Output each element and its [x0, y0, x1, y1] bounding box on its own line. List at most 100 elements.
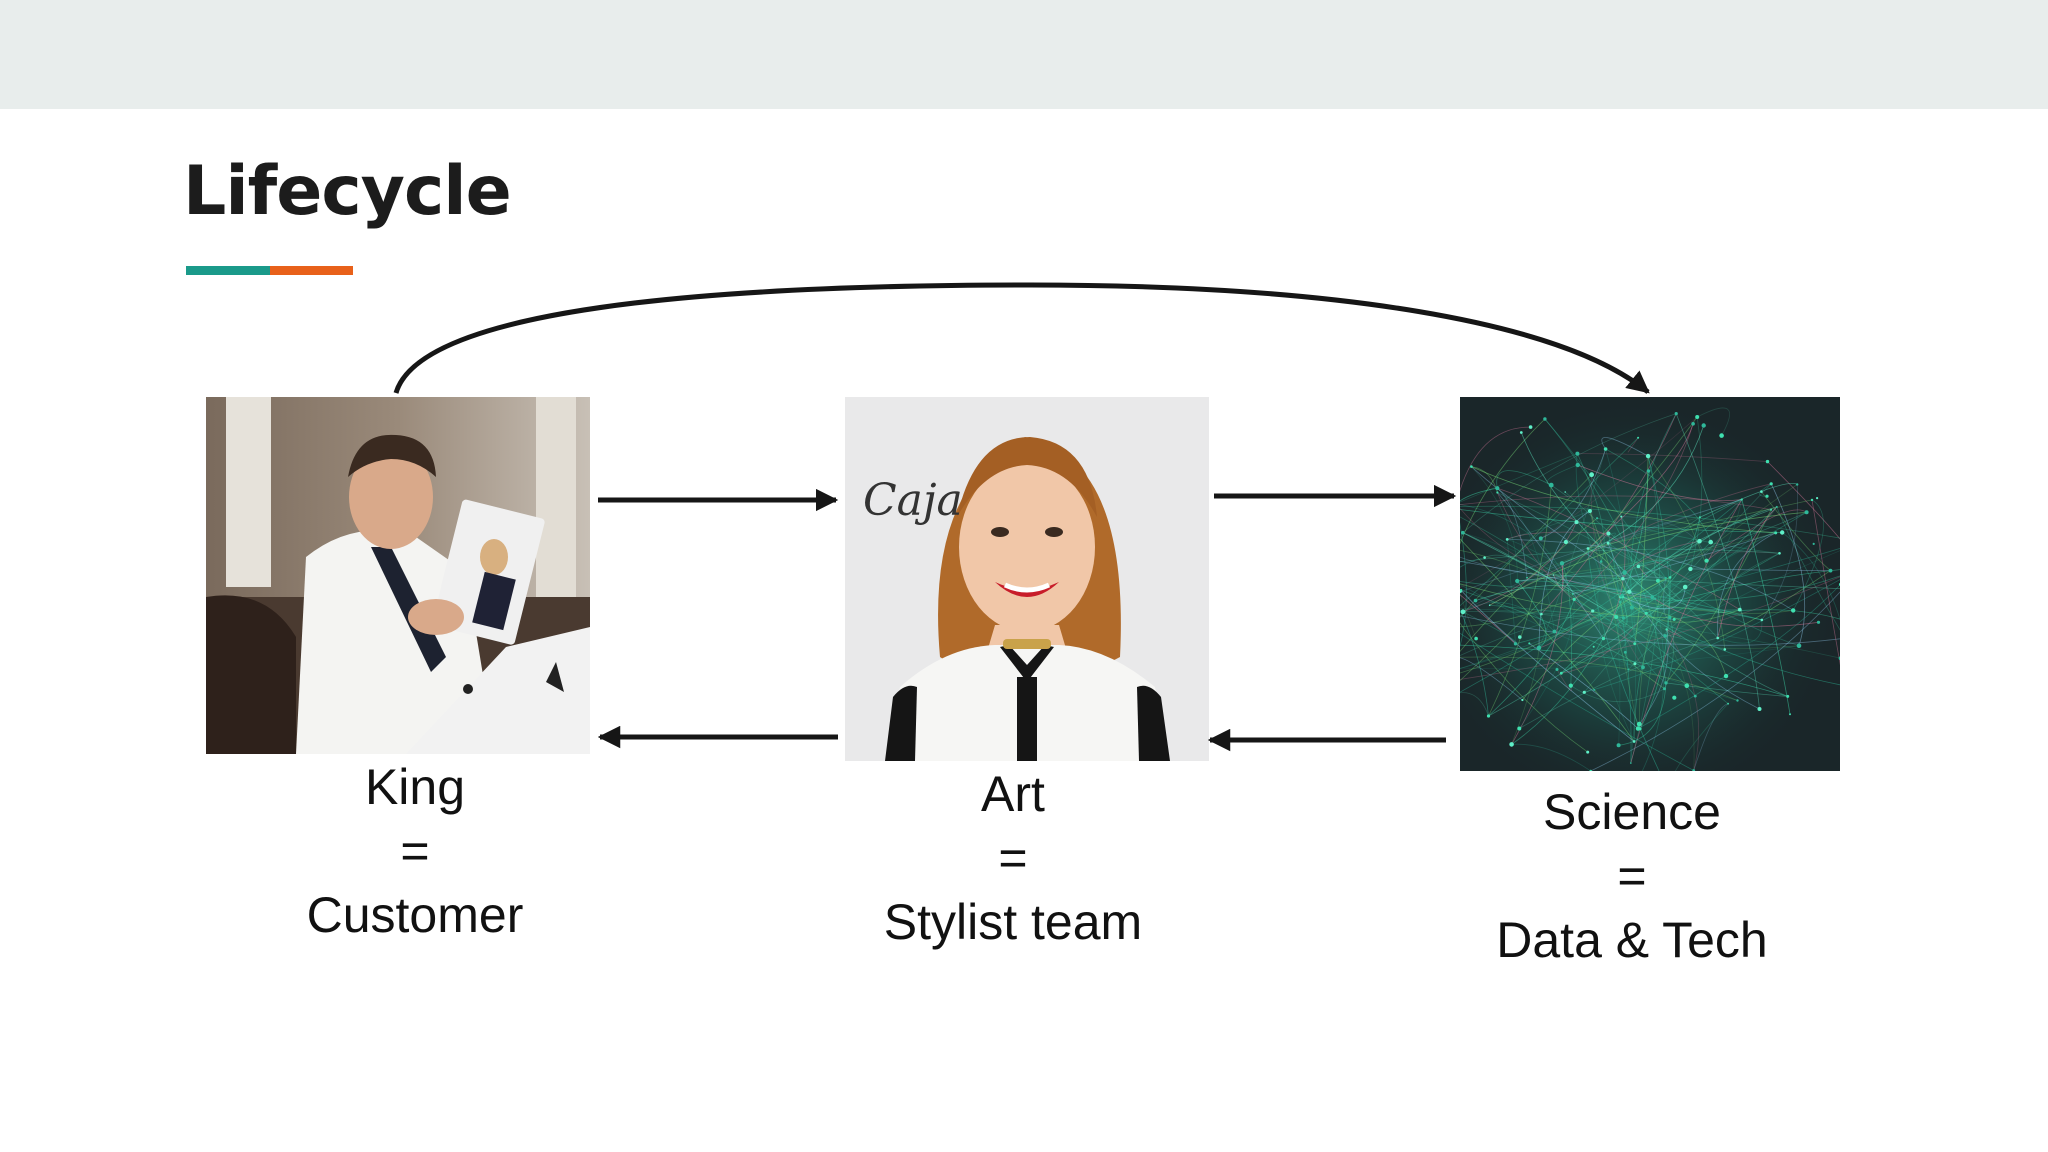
- network-edge: [1511, 743, 1591, 771]
- network-edge: [1507, 539, 1621, 603]
- network-node: [1637, 436, 1640, 439]
- network-node: [1838, 582, 1840, 586]
- network-node: [1765, 494, 1769, 498]
- network-node: [1622, 570, 1627, 575]
- network-node: [1505, 538, 1509, 541]
- network-edge: [1460, 578, 1624, 628]
- network-edge: [1669, 484, 1798, 578]
- network-edge: [1460, 426, 1531, 492]
- network-node: [1638, 727, 1642, 731]
- network-edge: [1664, 550, 1840, 637]
- network-node: [1460, 590, 1462, 593]
- network-edge: [1697, 407, 1730, 436]
- network-edge: [1462, 611, 1725, 650]
- network-edge: [1460, 584, 1738, 701]
- network-edge: [1631, 607, 1667, 684]
- network-node: [1698, 516, 1701, 519]
- network-edge: [1497, 492, 1604, 639]
- network-edge: [1761, 491, 1831, 571]
- network-edge: [1651, 596, 1819, 627]
- network-edge: [1497, 487, 1555, 632]
- network-node: [1563, 539, 1568, 545]
- network-node: [1589, 472, 1594, 478]
- network-edge: [1641, 598, 1665, 771]
- network-edge: [1628, 509, 1772, 593]
- network-node: [1636, 721, 1642, 727]
- network-edge: [1587, 532, 1616, 549]
- network-node: [1603, 447, 1608, 451]
- customer-photo: [206, 397, 590, 754]
- network-node: [1606, 541, 1610, 545]
- network-edge: [1554, 499, 1742, 632]
- network-edge: [1553, 574, 1840, 590]
- network-node: [1796, 483, 1799, 486]
- network-node: [1474, 636, 1478, 641]
- network-node: [1688, 566, 1693, 572]
- network-node: [1812, 542, 1815, 545]
- caption-stylist-line-3: Stylist team: [883, 894, 1143, 950]
- caption-customer-line-1: King: [364, 759, 466, 815]
- network-node: [1526, 576, 1528, 579]
- network-edge: [1665, 509, 1772, 684]
- network-edge: [1460, 418, 1546, 545]
- network-edge: [1460, 517, 1598, 653]
- network-edge: [1526, 516, 1701, 579]
- network-node: [1636, 564, 1641, 569]
- network-edge: [1717, 532, 1776, 639]
- network-edge: [1623, 575, 1840, 602]
- network-edge: [1666, 629, 1681, 638]
- network-edge: [1460, 509, 1783, 533]
- network-edge: [1460, 622, 1588, 753]
- network-edge: [1520, 432, 1656, 599]
- network-node: [1614, 615, 1619, 619]
- network-node: [1716, 636, 1719, 640]
- network-node: [1587, 509, 1592, 513]
- network-edge: [1460, 538, 1635, 742]
- network-edge: [1460, 416, 1698, 682]
- network-edge: [1617, 607, 1633, 670]
- caption-stylist-line-2: =: [998, 830, 1028, 886]
- network-edge: [1584, 579, 1840, 693]
- network-node: [1664, 681, 1668, 685]
- network-edge: [1460, 583, 1670, 618]
- network-edge: [1460, 437, 1639, 607]
- network-edge: [1511, 647, 1540, 745]
- network-edge: [1601, 437, 1649, 457]
- network-edge: [1717, 570, 1831, 639]
- network-edge: [1497, 492, 1635, 645]
- network-node: [1668, 576, 1672, 579]
- network-edge: [1811, 499, 1840, 666]
- network-edge: [1460, 499, 1742, 614]
- network-node: [1559, 671, 1563, 675]
- network-node: [1736, 699, 1739, 702]
- network-edge: [1460, 548, 1780, 563]
- network-node: [1552, 629, 1557, 634]
- network-edge: [1646, 499, 1743, 614]
- stylist-signature: Caja: [863, 475, 963, 526]
- network-node: [1684, 683, 1690, 688]
- caption-stylist-line-1: Art: [981, 766, 1045, 822]
- network-edge: [1657, 580, 1740, 611]
- network-edge: [1475, 584, 1623, 601]
- network-node: [1650, 595, 1655, 600]
- network-edge: [1497, 487, 1528, 578]
- network-edge: [1460, 499, 1742, 593]
- network-edge: [1460, 594, 1516, 645]
- network-node: [1789, 713, 1791, 716]
- network-node: [1633, 662, 1637, 666]
- network-edge: [1633, 586, 1686, 742]
- network-node: [1765, 459, 1770, 464]
- network-edge: [1460, 416, 1698, 588]
- network-node: [1828, 568, 1833, 573]
- network-edge: [1516, 580, 1547, 649]
- network-node: [1692, 769, 1696, 771]
- network-node: [1816, 497, 1819, 500]
- caption-stylist: Art = Stylist team: [840, 762, 1186, 954]
- network-edge: [1583, 483, 1772, 693]
- network-edge: [1776, 506, 1840, 631]
- network-node: [1572, 597, 1576, 601]
- caption-data-line-2: =: [1617, 848, 1647, 904]
- network-edge: [1515, 541, 1711, 645]
- network-edge: [1460, 607, 1840, 659]
- network-node: [1586, 750, 1590, 754]
